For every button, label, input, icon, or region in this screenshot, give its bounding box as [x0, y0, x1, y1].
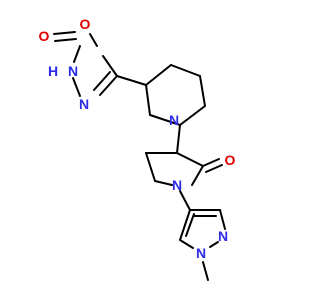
bond-n4-n3 — [72, 77, 81, 97]
bond-pz-n2-n1 — [209, 241, 219, 248]
pyrrolidinone-nitrogen-label: N — [172, 177, 182, 193]
bond-o1-c5 — [102, 55, 118, 77]
bond-c2-o-exo-b — [54, 38, 77, 42]
bond-pip-c3-c4 — [145, 64, 172, 86]
bond-npyr-c4pz — [179, 190, 191, 211]
atom-labels: O O H N N N O N N N — [39, 16, 236, 261]
bonds — [53, 31, 226, 281]
bond-pyr-n1-c5 — [154, 180, 173, 186]
bond-pz-n1-c5 — [179, 239, 194, 249]
bond-pyr-c3-c2 — [176, 152, 204, 167]
oxadiazole-nh-hydrogen-label: H — [48, 63, 58, 79]
carbonyl-oxygen-label: O — [39, 28, 50, 44]
bond-pz-c5-c4-b — [185, 213, 195, 237]
bond-pyr-c5-c4 — [145, 152, 156, 182]
oxadiazole-n4-label: N — [79, 96, 89, 112]
bond-pip-c5-c6 — [199, 75, 206, 107]
bond-pip-c6-n1 — [179, 105, 206, 126]
bond-c2-o-exo-a — [53, 31, 76, 35]
pyrrolidinone-oxygen-label: O — [225, 152, 236, 168]
bond-c5-c3pip — [116, 75, 147, 86]
bond-pyr-c2-o-a — [202, 158, 220, 167]
bond-npip-c3pyr — [176, 124, 181, 154]
bond-n3-c2 — [73, 45, 81, 63]
bond-pz-c3-n2 — [219, 209, 226, 230]
pyrazole-n2-label: N — [218, 228, 228, 244]
bond-c5-n4-a — [99, 75, 118, 96]
oxadiazole-ring-oxygen-label: O — [80, 16, 91, 32]
piperidine-nitrogen-label: N — [169, 112, 179, 128]
bond-c5-n4-b — [93, 71, 111, 91]
bond-pip-c4-c5 — [170, 64, 201, 77]
bond-c2-o1 — [89, 33, 98, 47]
bond-pyr-c2-n1 — [191, 165, 204, 186]
pyrazole-n1-label: N — [196, 245, 206, 261]
bond-pip-c2-c3 — [145, 84, 151, 116]
bond-pyr-c2-o-b — [205, 164, 223, 173]
oxadiazole-n3-label: N — [68, 63, 78, 79]
molecule-structure: O O H N N N O N N N — [39, 16, 236, 281]
bond-pip-n1-c2 — [149, 114, 181, 126]
bond-pz-c5-c4-a — [179, 209, 191, 241]
bond-n1-methyl — [202, 261, 209, 281]
